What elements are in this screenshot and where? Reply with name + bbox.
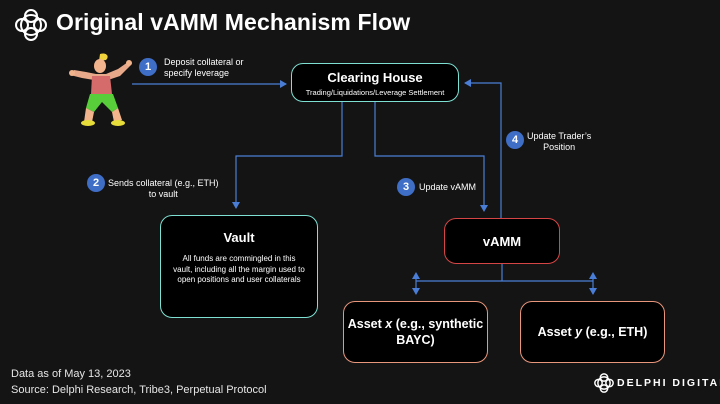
step-1-label: Deposit collateral or specify leverage	[164, 57, 244, 78]
asset-y-node: Asset y (e.g., ETH)	[520, 301, 665, 363]
clearing-house-subtitle: Trading/Liquidations/Leverage Settlement	[305, 87, 445, 97]
brand-name: DELPHI DIGITAL	[617, 377, 720, 389]
step-4-label: Update Trader’s Position	[527, 131, 592, 152]
vamm-title: vAMM	[482, 233, 522, 249]
asset-y-label: Asset y (e.g., ETH)	[537, 325, 648, 339]
arrow-clearing-house-to-vamm	[374, 102, 488, 212]
vamm-node: vAMM	[444, 218, 560, 264]
clearing-house-node: Clearing House Trading/Liquidations/Leve…	[291, 63, 459, 102]
arrow-vamm-to-clearing-house	[464, 79, 502, 218]
clearing-house-title: Clearing House	[327, 69, 423, 85]
delphi-logo-icon	[594, 373, 614, 393]
delphi-logo-icon	[15, 9, 47, 41]
arrow-clearing-house-to-vault	[232, 102, 343, 209]
step-2-label: Sends collateral (e.g., ETH) to vault	[108, 178, 219, 199]
vault-node: Vault All funds are commingled in this v…	[160, 215, 318, 318]
trader-character-icon	[69, 53, 132, 126]
connector-vamm-to-assets	[416, 264, 593, 282]
step-2-badge: 2	[87, 174, 105, 192]
page-title: Original vAMM Mechanism Flow	[56, 9, 411, 35]
step-3-label: Update vAMM	[419, 182, 477, 192]
step-4-badge: 4	[506, 131, 524, 149]
data-date-note: Data as of May 13, 2023	[11, 368, 131, 380]
step-3-badge: 3	[397, 178, 415, 196]
step-1-badge: 1	[139, 58, 157, 76]
vault-description: All funds are commingled in this vault, …	[173, 254, 305, 284]
source-note: Source: Delphi Research, Tribe3, Perpetu…	[11, 384, 267, 396]
asset-x-node: Asset x (e.g., synthetic BAYC)	[343, 301, 488, 363]
asset-x-label: Asset x (e.g., synthetic BAYC)	[347, 317, 484, 347]
vault-title: Vault	[223, 230, 255, 245]
